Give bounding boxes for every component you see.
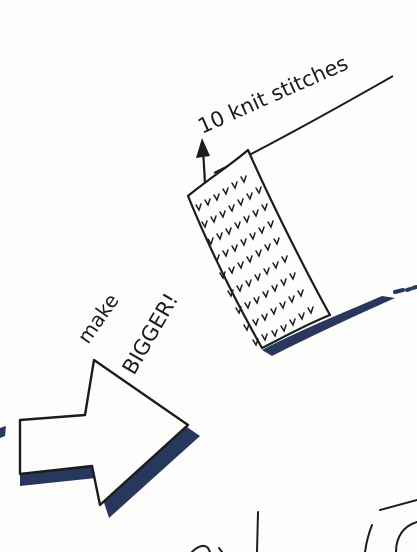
stitch-marks: [195, 175, 314, 347]
navy-needle-shadow-end: [393, 285, 417, 294]
right-arrow-icon: [18, 358, 200, 518]
bigger-label: BIGGER!: [118, 289, 184, 378]
knitted-swatch: [186, 148, 332, 350]
edge-ink-mark: [0, 426, 6, 438]
navy-needle-shadow: [262, 296, 395, 356]
make-bigger-annotation: make BIGGER!: [72, 289, 183, 378]
stitch-count-label: 10 knit stitches: [194, 51, 351, 139]
make-label: make: [72, 289, 123, 348]
bottom-partial-sketch: [191, 499, 417, 552]
